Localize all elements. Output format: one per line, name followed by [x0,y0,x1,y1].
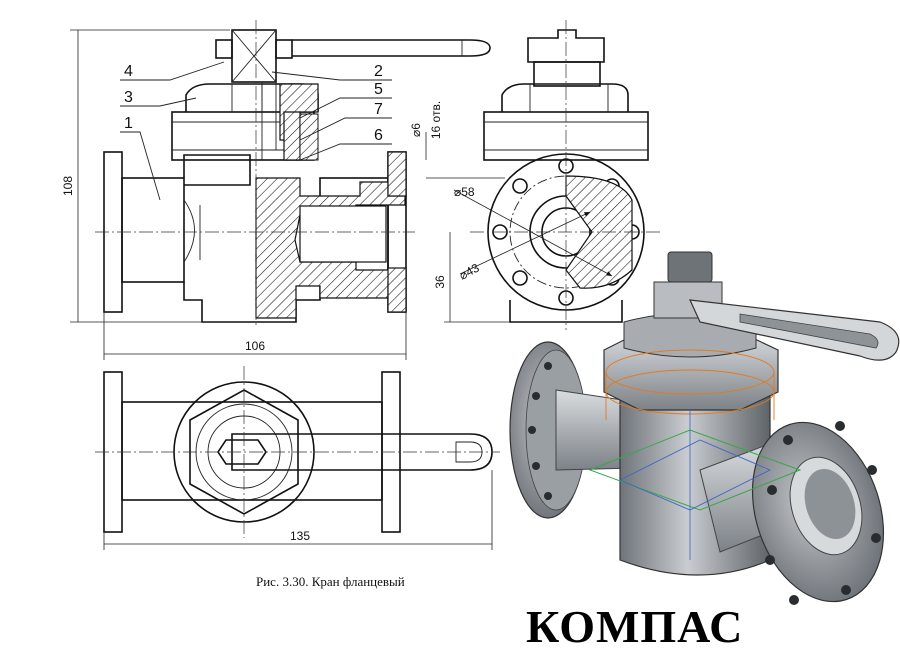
front-view: 108 106 4 3 1 2 5 7 6 [61,20,491,360]
callout-3: 3 [124,89,133,106]
side-view: 36 ⌀58 ⌀43 ⌀6 16 отв. [409,20,660,330]
callout-4: 4 [124,63,133,80]
dim-length-top: 135 [290,529,310,543]
dim-bolt-circle: ⌀58 [454,185,475,199]
callout-6: 6 [374,127,383,144]
dim-bore: ⌀43 [457,260,482,282]
figure-caption: Рис. 3.30. Кран фланцевый [256,574,405,589]
callout-1: 1 [124,115,133,132]
callout-5: 5 [374,81,383,98]
brand-title: КОМПАС [526,601,743,652]
valve-3d-model [509,251,900,605]
dim-axis-height: 36 [433,275,447,289]
dim-length-front: 106 [245,339,265,353]
callout-2: 2 [374,63,383,80]
top-view: 135 [95,366,500,550]
dim-holes-count: 16 отв. [429,101,443,139]
callout-7: 7 [374,101,383,118]
dim-height: 108 [61,176,75,196]
dim-hole-dia: ⌀6 [409,123,423,137]
